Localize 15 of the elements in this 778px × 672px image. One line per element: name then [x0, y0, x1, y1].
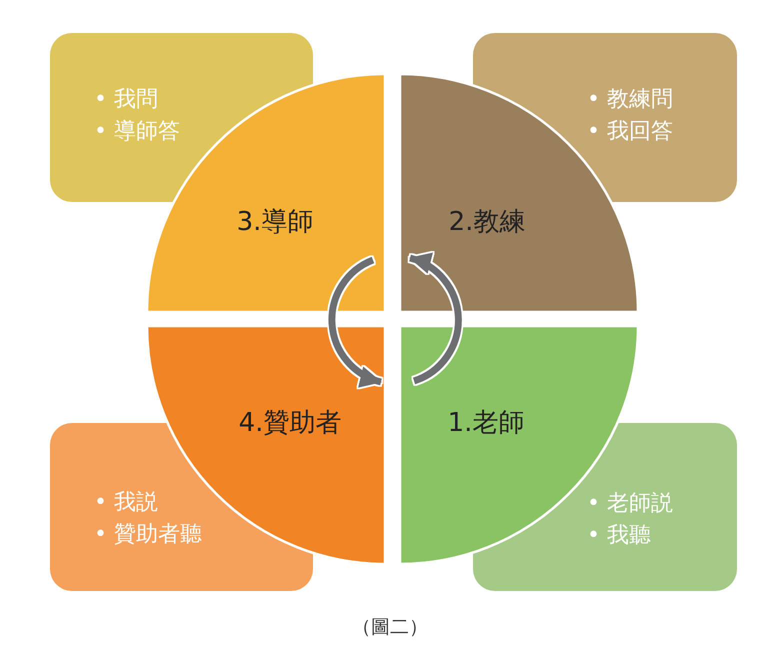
stage-label: 2.教練	[448, 207, 526, 237]
curved-arrow	[328, 256, 382, 386]
bullet-item: • 我問	[94, 86, 158, 114]
bullet-item: • 贊助者聽	[94, 521, 202, 549]
bullet-item: • 我回答	[587, 118, 673, 146]
bullet-item: • 我聽	[587, 522, 651, 550]
bullet-item: • 老師説	[587, 490, 673, 518]
bullet-item: • 教練問	[587, 86, 673, 114]
bullet-item: • 我説	[94, 489, 158, 517]
bullet-item: • 導師答	[94, 118, 180, 146]
stage-label: 3.導師	[236, 207, 314, 237]
stage-label: 1.老師	[448, 408, 524, 438]
curved-arrow	[408, 254, 462, 384]
figure-caption: （圖二）	[352, 615, 428, 640]
stage-label: 4.贊助者	[238, 408, 342, 438]
